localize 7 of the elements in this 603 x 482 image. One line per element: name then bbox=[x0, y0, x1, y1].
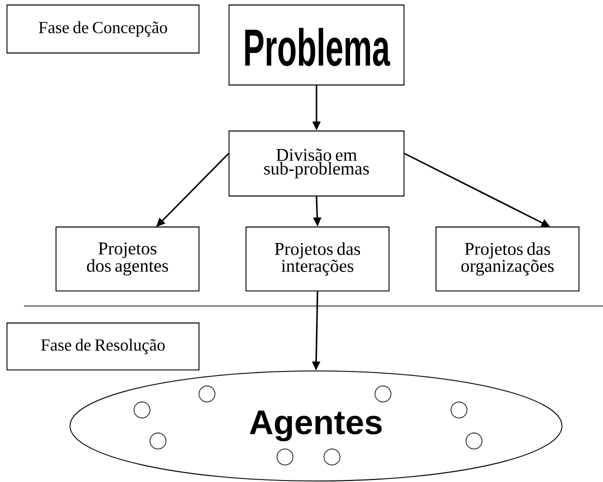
title-box: Problema bbox=[228, 4, 404, 86]
process-box: Projetos dos agentes bbox=[56, 226, 200, 292]
process-box: Divisão em sub-problemas bbox=[228, 130, 404, 196]
phase-label-box: Fase de Concepção bbox=[6, 4, 200, 54]
phase-label-box: Fase de Resolução bbox=[6, 322, 200, 370]
process-box: Projetos das interações bbox=[246, 226, 390, 292]
process-box: Projetos das organizações bbox=[436, 226, 580, 292]
